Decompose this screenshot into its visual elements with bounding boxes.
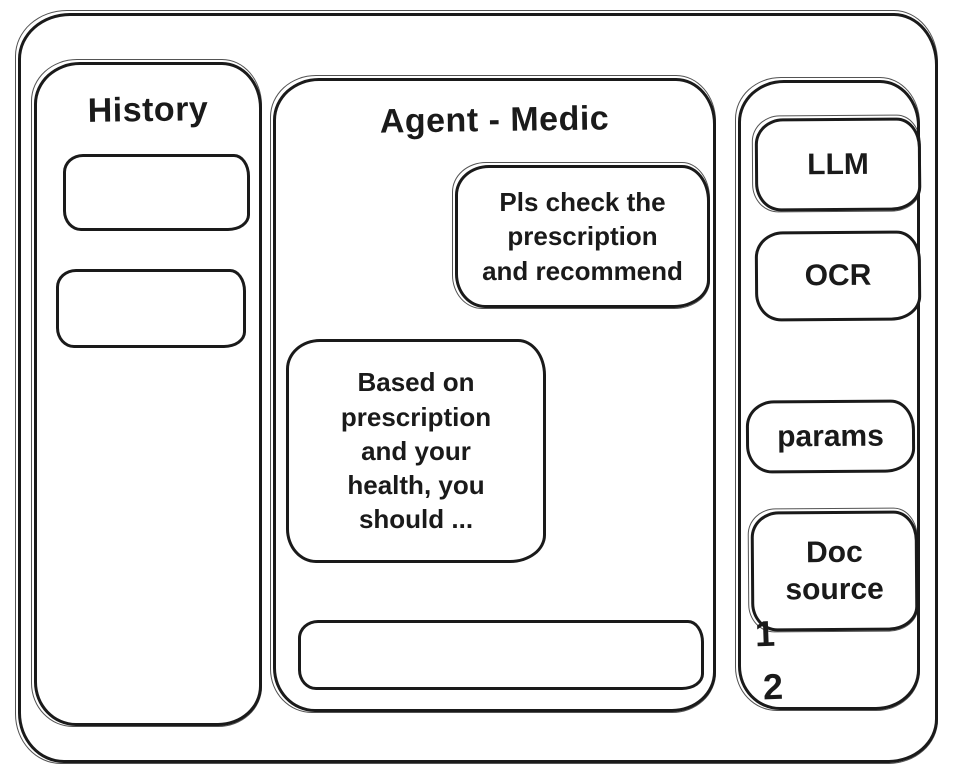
chat-panel: Agent - Medic Pls check the prescription… (270, 75, 716, 713)
ocr-button[interactable]: OCR (754, 230, 922, 322)
message-input[interactable] (298, 620, 704, 690)
llm-button[interactable]: LLM (754, 117, 922, 212)
user-message-bubble: Pls check the prescription and recommend (452, 162, 710, 309)
agent-message-text: Based on prescription and your health, y… (340, 367, 492, 535)
agent-message-bubble: Based on prescription and your health, y… (286, 339, 546, 563)
history-item[interactable] (63, 154, 250, 231)
chat-title: Agent - Medic (379, 99, 610, 141)
history-title: History (87, 90, 209, 130)
llm-button-label: LLM (807, 147, 869, 181)
annotation-number-2: 2 (762, 665, 785, 708)
user-message-text: Pls check the prescription and recommend (482, 187, 683, 286)
doc-source-button[interactable]: Doc source (750, 510, 919, 632)
params-button-label: params (777, 419, 884, 454)
history-item[interactable] (56, 269, 246, 348)
ocr-button-label: OCR (804, 259, 872, 293)
doc-source-button-label: Doc source (785, 535, 884, 607)
params-button[interactable]: params (745, 399, 916, 474)
history-panel: History (31, 59, 262, 727)
tools-panel: LLM OCR params Doc source 1 2 (735, 77, 922, 711)
annotation-number-1: 1 (754, 612, 777, 655)
